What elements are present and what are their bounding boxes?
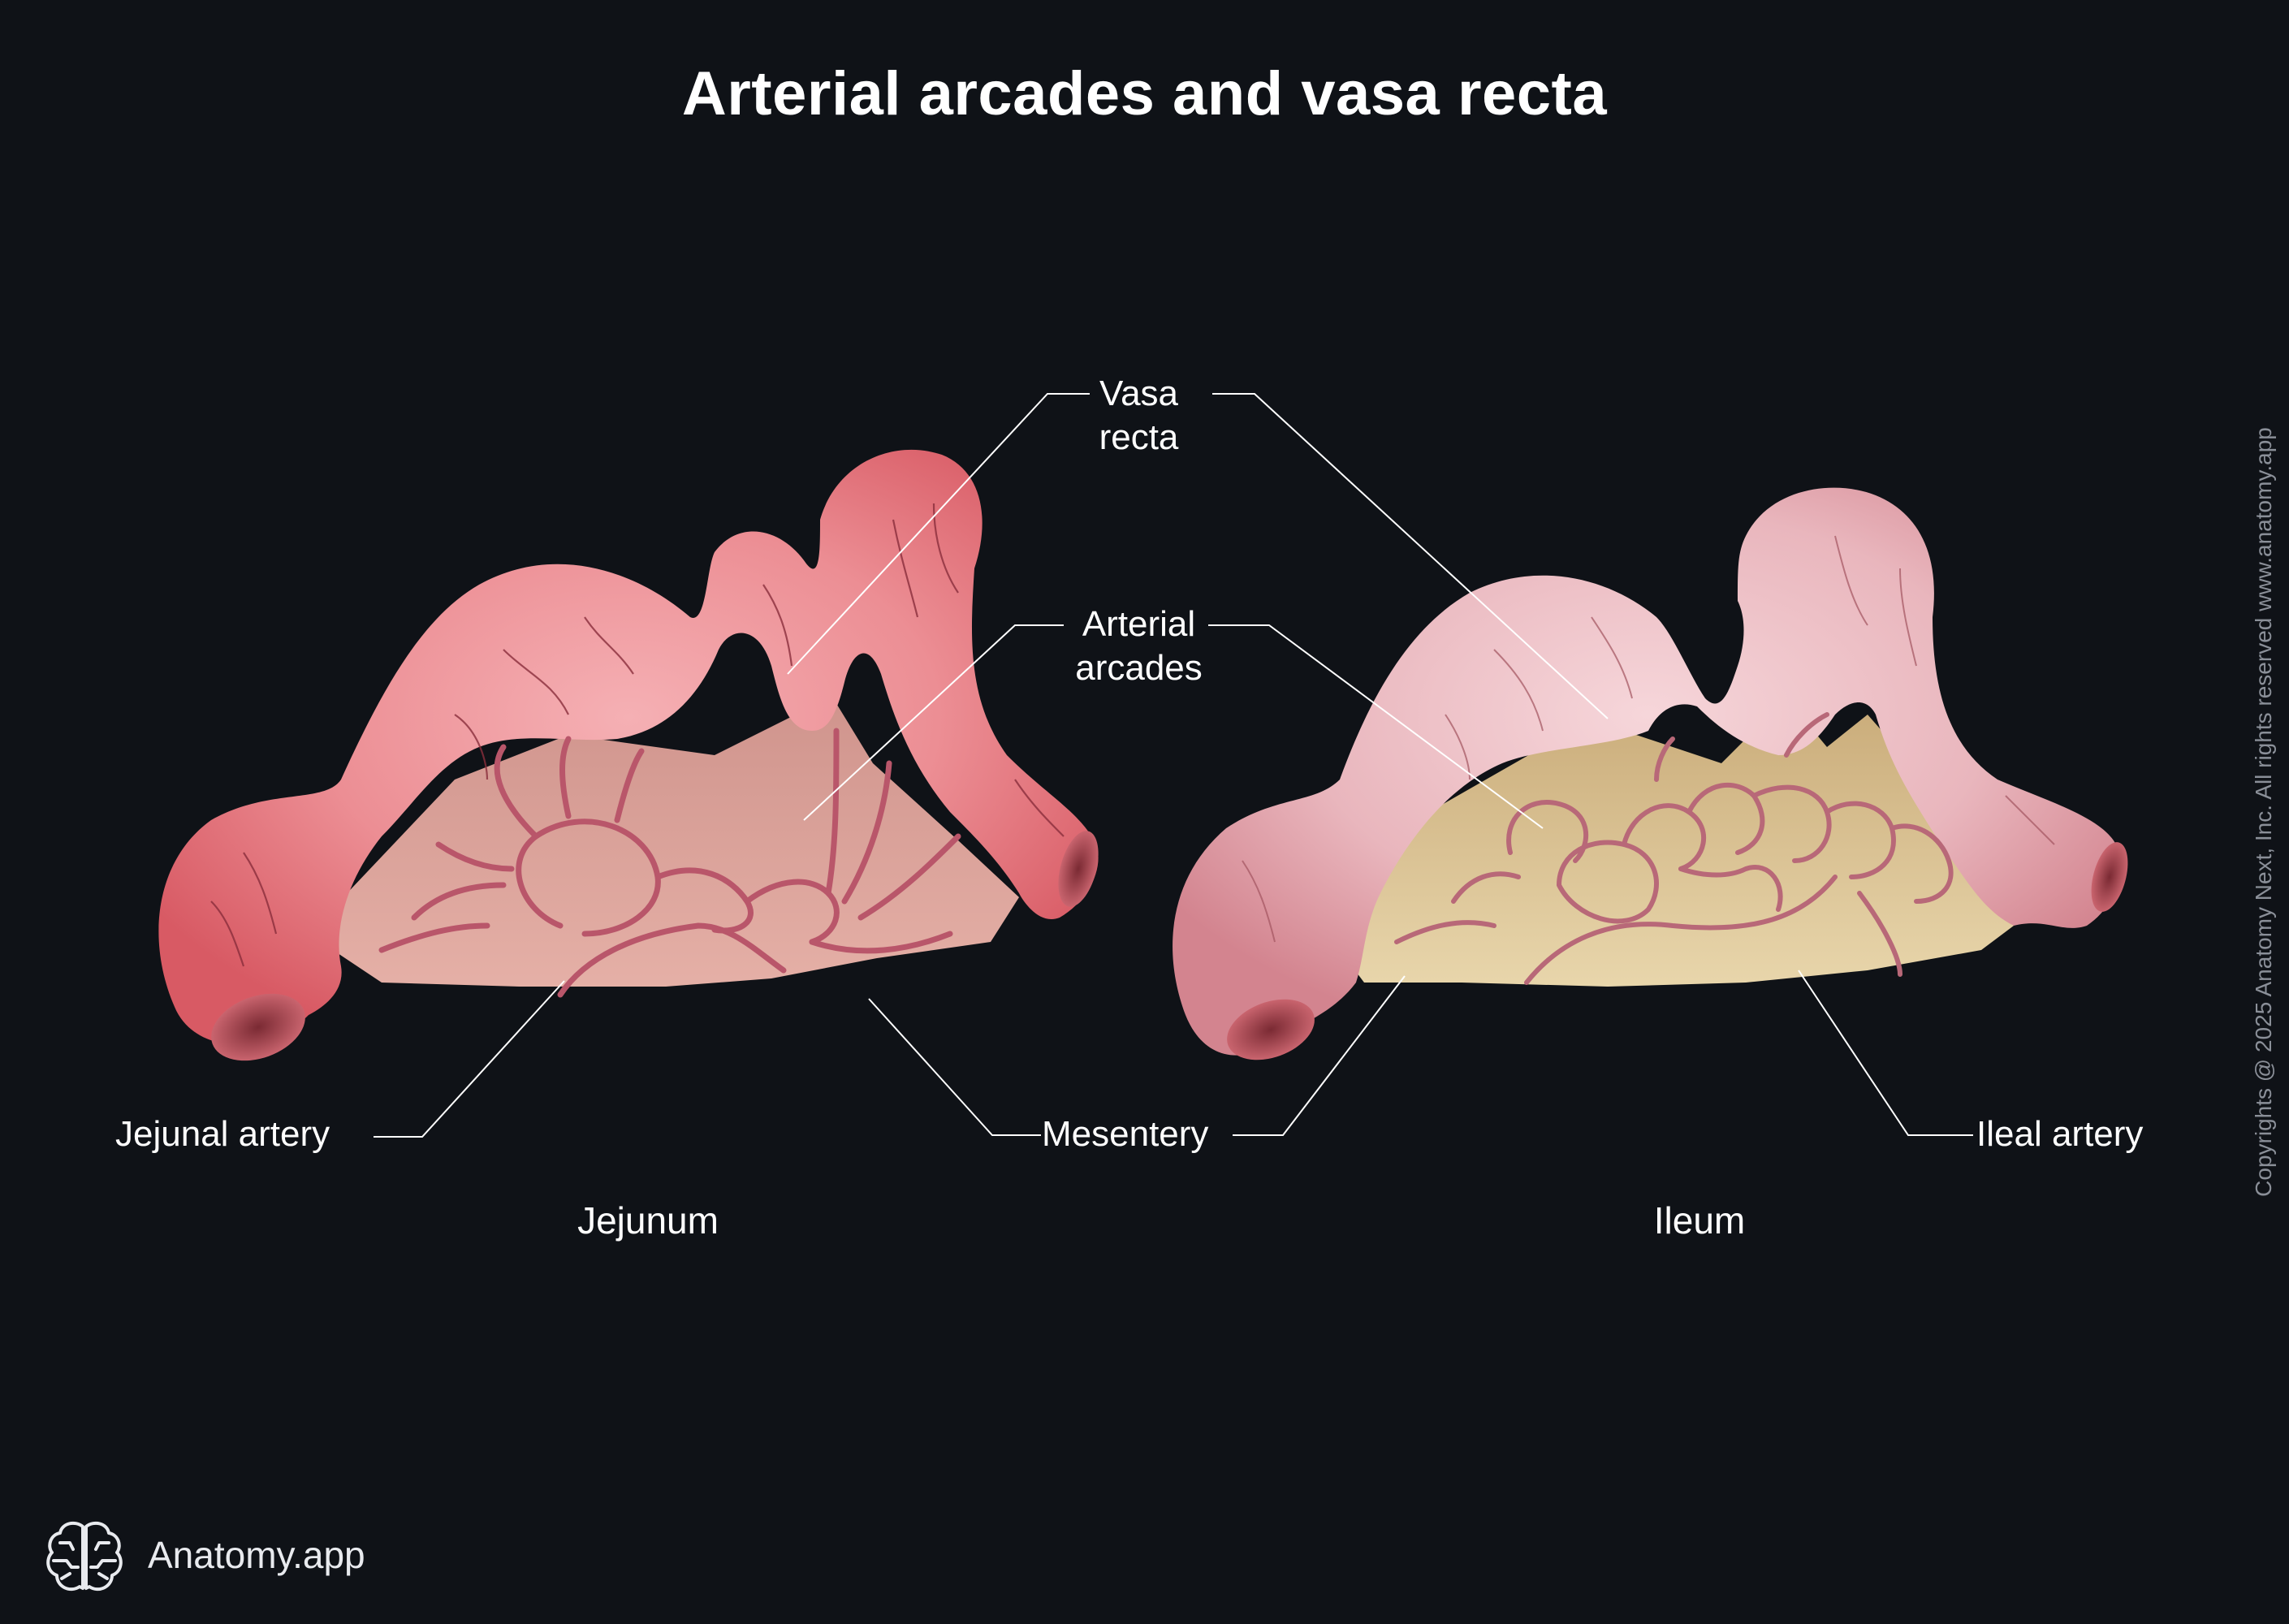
copyright-notice: Copyrights @ 2025 Anatomy Next, Inc. All… — [2251, 427, 2276, 1197]
jejunum-vessels — [378, 728, 961, 998]
section-label-jejunum: Jejunum — [577, 1199, 719, 1242]
jejunum-wall-vessels — [210, 503, 1065, 967]
label-jejunal-artery: Jejunal artery — [115, 1114, 330, 1154]
leader-lines — [374, 393, 1973, 1138]
leader-mesentery-right — [1233, 975, 1406, 1136]
label-vasa-recta: Vasa recta — [1056, 372, 1222, 460]
jejunum-illustration — [158, 449, 1099, 1061]
section-label-ileum: Ileum — [1653, 1199, 1746, 1242]
brain-logo-icon[interactable] — [42, 1515, 127, 1600]
ileum-lumen-right — [2091, 842, 2128, 912]
ileum-lumen-left — [1227, 999, 1315, 1060]
jejunum-wall — [158, 449, 1099, 1045]
leader-vasa-recta-right — [1212, 393, 1609, 719]
leader-jejunal-artery — [374, 980, 565, 1138]
leader-arcades-right — [1208, 624, 1544, 829]
ileum-vessels — [1394, 712, 1954, 985]
label-mesentery: Mesentery — [1042, 1114, 1209, 1154]
label-arterial-arcades-line2: arcades — [1075, 648, 1203, 688]
jejunum-lumen-right — [1058, 831, 1099, 907]
brand-name[interactable]: Anatomy.app — [148, 1534, 365, 1576]
ileum-wall — [1173, 487, 2122, 1056]
label-ileal-artery: Ileal artery — [1976, 1114, 2144, 1154]
leader-vasa-recta-left — [787, 393, 1090, 675]
jejunum-lumen-left — [211, 993, 305, 1061]
leader-arcades-left — [803, 624, 1064, 821]
ileum-wall-vessels — [1242, 535, 2055, 943]
label-vasa-recta-line2: recta — [1099, 417, 1179, 457]
jejunum-mesentery — [309, 690, 1019, 987]
leader-ileal-artery — [1798, 970, 1973, 1136]
label-arterial-arcades-line1: Arterial — [1082, 604, 1196, 644]
ileum-illustration — [1173, 487, 2128, 1060]
leader-mesentery-left — [868, 998, 1041, 1136]
ileum-mesentery — [1315, 698, 2014, 987]
page-title: Arterial arcades and vasa recta — [681, 59, 1608, 128]
label-vasa-recta-line1: Vasa — [1099, 374, 1179, 413]
label-arterial-arcades: Arterial arcades — [1056, 603, 1222, 690]
